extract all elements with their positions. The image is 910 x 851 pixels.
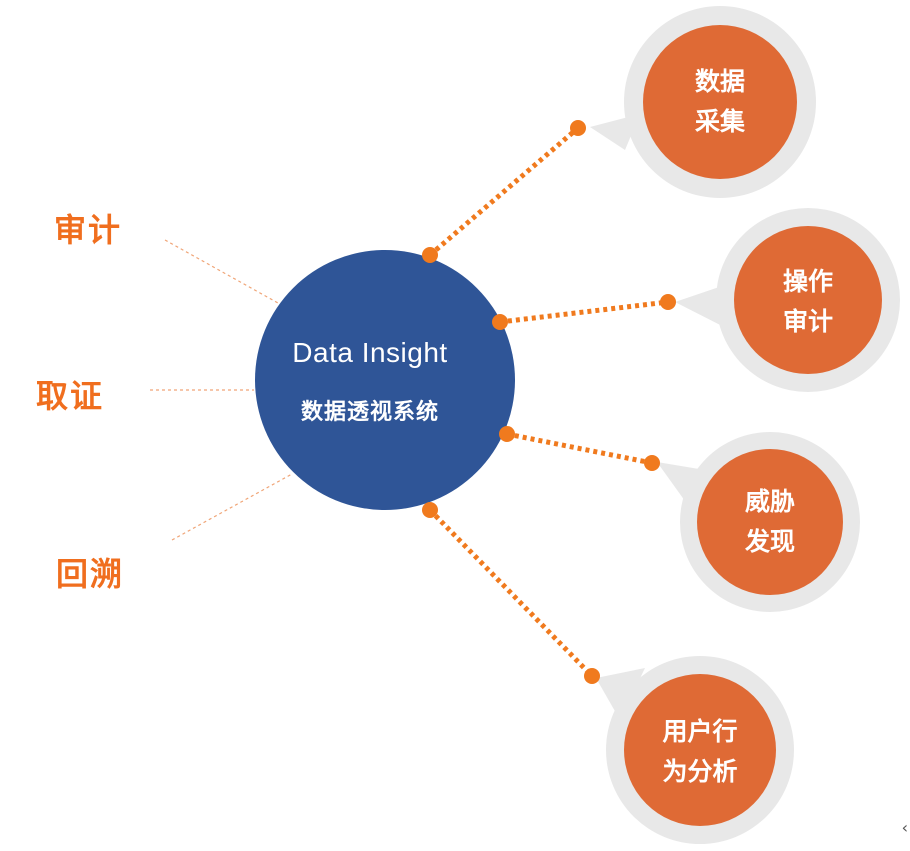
node-line: 发现 [744, 527, 795, 556]
left-connector-audit [164, 239, 279, 304]
node-line: 操作 [782, 267, 833, 296]
connector-dot [660, 294, 676, 310]
node-line: 为分析 [662, 757, 738, 786]
node-line: 威胁 [744, 487, 795, 516]
connector-user-behavior [428, 508, 594, 678]
node-operation-audit: 操作 审计 [738, 262, 878, 342]
connector-dot [422, 247, 438, 263]
node-bubble-data-collection [590, 6, 816, 198]
node-data-collection: 数据 采集 [650, 62, 790, 142]
node-line: 审计 [782, 307, 833, 336]
connector-dot [492, 314, 508, 330]
connector-dot [570, 120, 586, 136]
label-audit: 审计 [54, 211, 123, 249]
left-connector-trace [171, 473, 293, 541]
node-bubble-user-behavior [596, 656, 794, 844]
connector-operation-audit [499, 299, 669, 325]
connector-dot [499, 426, 515, 442]
label-forensics: 取证 [36, 377, 105, 415]
node-threat-discovery: 威胁 发现 [700, 482, 840, 562]
center-circle [255, 250, 515, 510]
connector-dot [584, 668, 600, 684]
center-subtitle: 数据透视系统 [300, 400, 439, 425]
connector-dot [422, 502, 438, 518]
connector-dot [644, 455, 660, 471]
node-line: 采集 [694, 107, 745, 136]
node-user-behavior: 用户行 为分析 [630, 712, 770, 792]
center-title: Data Insight [292, 337, 448, 368]
connector-threat-discovery [506, 431, 653, 466]
node-bubble-threat-discovery [657, 432, 860, 612]
label-trace: 回溯 [56, 555, 125, 593]
corner-arrow-icon: ‹ [901, 818, 908, 837]
connector-data-collection [428, 126, 580, 257]
node-line: 用户行 [662, 717, 738, 746]
node-line: 数据 [694, 67, 745, 96]
node-bubble-operation-audit [675, 208, 900, 392]
orange-connectors [422, 120, 676, 684]
